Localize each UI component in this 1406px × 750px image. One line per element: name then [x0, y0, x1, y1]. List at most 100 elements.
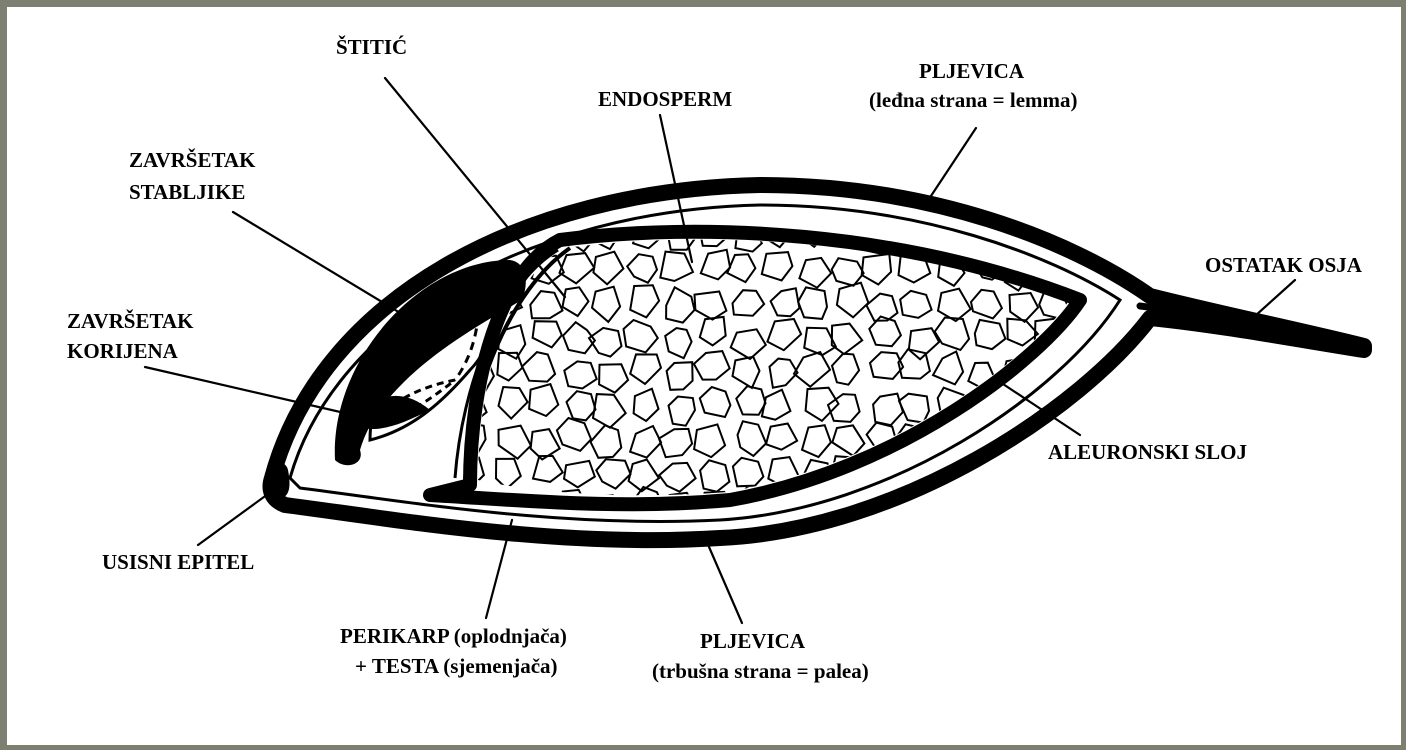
endosperm-cell	[1006, 490, 1037, 519]
endosperm-cell	[798, 287, 827, 319]
endosperm-cell	[935, 318, 969, 351]
endosperm-cell	[700, 460, 729, 491]
epithelium-lip	[268, 462, 290, 498]
endosperm-cell	[828, 394, 860, 422]
endosperm-cell	[531, 429, 560, 459]
endosperm-cell	[799, 258, 831, 288]
endosperm-cell	[627, 254, 657, 283]
label-endosperm: ENDOSPERM	[598, 87, 732, 111]
endosperm-cell	[497, 353, 522, 381]
endosperm-cell	[762, 390, 791, 420]
endosperm-cell	[1008, 466, 1037, 493]
endosperm-cell	[530, 291, 562, 318]
leader-zavrsetak-korijena	[145, 367, 375, 420]
label-perikarp-1: PERIKARP (oplodnjača)	[340, 624, 567, 648]
label-zavrsetak-korijena-2: KORIJENA	[67, 339, 179, 363]
endosperm-cell	[975, 492, 1003, 521]
endosperm-cell	[563, 287, 589, 316]
endosperm-cell	[624, 320, 658, 352]
leader-usisni-epitel	[198, 494, 268, 545]
endosperm-cell	[593, 394, 626, 428]
endosperm-cell	[1035, 493, 1068, 527]
endosperm-cell	[806, 388, 839, 421]
endosperm-cell	[802, 425, 831, 457]
endosperm-cell	[1038, 354, 1067, 386]
leader-zavrsetak-stabljike	[233, 212, 445, 340]
endosperm-cell	[522, 352, 555, 382]
label-aleuronski-sloj: ALEURONSKI SLOJ	[1048, 440, 1247, 464]
endosperm-cell	[731, 329, 766, 359]
endosperm-cell	[794, 352, 830, 387]
endosperm-cell	[660, 252, 693, 281]
endosperm-cell	[630, 354, 661, 384]
endosperm-cell	[935, 216, 963, 250]
endosperm-cell	[499, 387, 528, 419]
endosperm-cell	[529, 384, 558, 416]
endosperm-cell	[496, 459, 521, 489]
endosperm-cell	[564, 361, 596, 388]
endosperm-cell	[564, 461, 595, 487]
endosperm-cell	[599, 364, 628, 392]
endosperm-cell	[832, 324, 862, 354]
endosperm-cell	[695, 292, 727, 320]
endosperm-cell	[659, 429, 692, 457]
endosperm-cell	[659, 463, 695, 492]
leader-pljevica-bottom	[706, 540, 742, 623]
endosperm-cell	[700, 387, 731, 417]
endosperm-cell	[938, 289, 971, 322]
endosperm-cell	[669, 397, 696, 426]
endosperm-cell	[533, 321, 562, 347]
endosperm-cell	[701, 250, 730, 280]
endosperm-cell	[666, 287, 694, 322]
leader-pljevica-top	[925, 128, 976, 205]
endosperm-cell	[733, 458, 764, 487]
endosperm-cell	[560, 253, 595, 283]
label-stitic: ŠTITIĆ	[336, 35, 407, 59]
label-zavrsetak-stabljike-1: ZAVRŠETAK	[129, 148, 256, 172]
endosperm-cell	[694, 351, 730, 380]
endosperm-cell	[873, 394, 903, 426]
label-pljevica-bottom-2: (trbušna strana = palea)	[652, 659, 869, 683]
label-pljevica-top-2: (leđna strana = lemma)	[869, 88, 1078, 112]
label-pljevica-top-1: PLJEVICA	[919, 59, 1025, 83]
endosperm-cell	[771, 288, 800, 316]
endosperm-cell	[634, 389, 659, 421]
endosperm-cell	[738, 421, 767, 456]
endosperm-cell	[557, 418, 591, 451]
endosperm-cell	[596, 459, 630, 488]
label-pljevica-bottom-1: PLJEVICA	[700, 629, 806, 653]
endosperm-cell	[533, 456, 563, 482]
endosperm-cell	[630, 285, 659, 317]
endosperm-cell	[837, 283, 869, 318]
endosperm-cell	[593, 252, 623, 285]
label-usisni-epitel: USISNI EPITEL	[102, 550, 254, 574]
endosperm-cell	[592, 287, 620, 322]
endosperm-cell	[733, 290, 765, 316]
endosperm-cell	[733, 357, 760, 388]
label-zavrsetak-korijena-1: ZAVRŠETAK	[67, 309, 194, 333]
endosperm-cell	[694, 424, 725, 457]
label-perikarp-2: + TESTA (sjemenjača)	[355, 654, 558, 678]
endosperm-cell	[933, 352, 963, 385]
leader-stitic	[385, 78, 565, 297]
endosperm-cell	[767, 319, 801, 350]
endosperm-cell	[665, 328, 691, 358]
endosperm-cell	[766, 424, 797, 450]
endosperm-cell	[975, 320, 1006, 349]
endosperm-cell	[971, 290, 1002, 319]
label-ostatak-osja: OSTATAK OSJA	[1205, 253, 1363, 277]
endosperm-cell	[862, 254, 891, 285]
endosperm-cell	[591, 425, 622, 458]
label-zavrsetak-stabljike-2: STABLJIKE	[129, 180, 245, 204]
endosperm-cell	[700, 317, 726, 346]
endosperm-cell	[499, 426, 531, 459]
endosperm-cell	[900, 291, 931, 318]
endosperm-cell	[630, 426, 661, 458]
endosperm-cell	[832, 258, 864, 286]
endosperm-cell	[832, 425, 864, 456]
endosperm-cell	[832, 354, 859, 385]
endosperm-cell	[1010, 293, 1039, 322]
endosperm-cell	[942, 494, 973, 521]
endosperm-cell	[727, 254, 755, 282]
